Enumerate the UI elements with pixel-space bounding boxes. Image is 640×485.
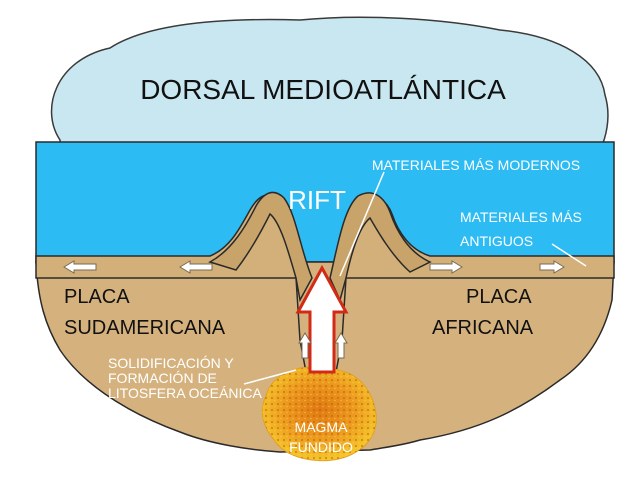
plate-arrow-left-1 [63,260,97,274]
diagram-title: DORSAL MEDIOATLÁNTICA [140,74,506,105]
rift-label: RIFT [288,185,346,215]
leader-line-old [551,243,587,267]
leader-line-solid [243,369,297,385]
old-materials-label-line1: MATERIALES MÁS [460,209,582,225]
magma-texture [262,367,377,461]
south-american-plate-line1: PLACA [64,286,130,308]
sky-background [50,16,609,151]
small-up-arrow-right [334,332,348,359]
solidification-label-line1: SOLIDIFICACIÓN Y [108,355,234,371]
plate-arrow-right-2 [539,260,565,274]
leader-line-modern [339,171,385,277]
ocean-water [35,141,615,263]
magma-label-line2: FUNDIDO [289,439,353,455]
solidification-label-line3: LITOSFERA OCEÁNICA [108,385,262,401]
solidification-label-line2: FORMACIÓN DE [108,370,217,386]
ridge-right-peak [329,192,432,303]
old-materials-label-line2: ANTIGUOS [460,233,533,249]
plate-arrow-right-1 [429,260,463,274]
ridge-left-peak [208,191,313,303]
south-american-plate-line2: SUDAMERICANA [64,317,226,339]
modern-materials-label: MATERIALES MÁS MODERNOS [372,157,580,173]
plate-arrow-left-2 [179,260,213,274]
upwelling-arrow [295,264,349,374]
african-plate-line2: AFRICANA [432,317,534,339]
magma-label-line1: MAGMA [295,419,349,435]
african-plate-line1: PLACA [466,286,532,308]
small-up-arrow-left [298,332,312,359]
